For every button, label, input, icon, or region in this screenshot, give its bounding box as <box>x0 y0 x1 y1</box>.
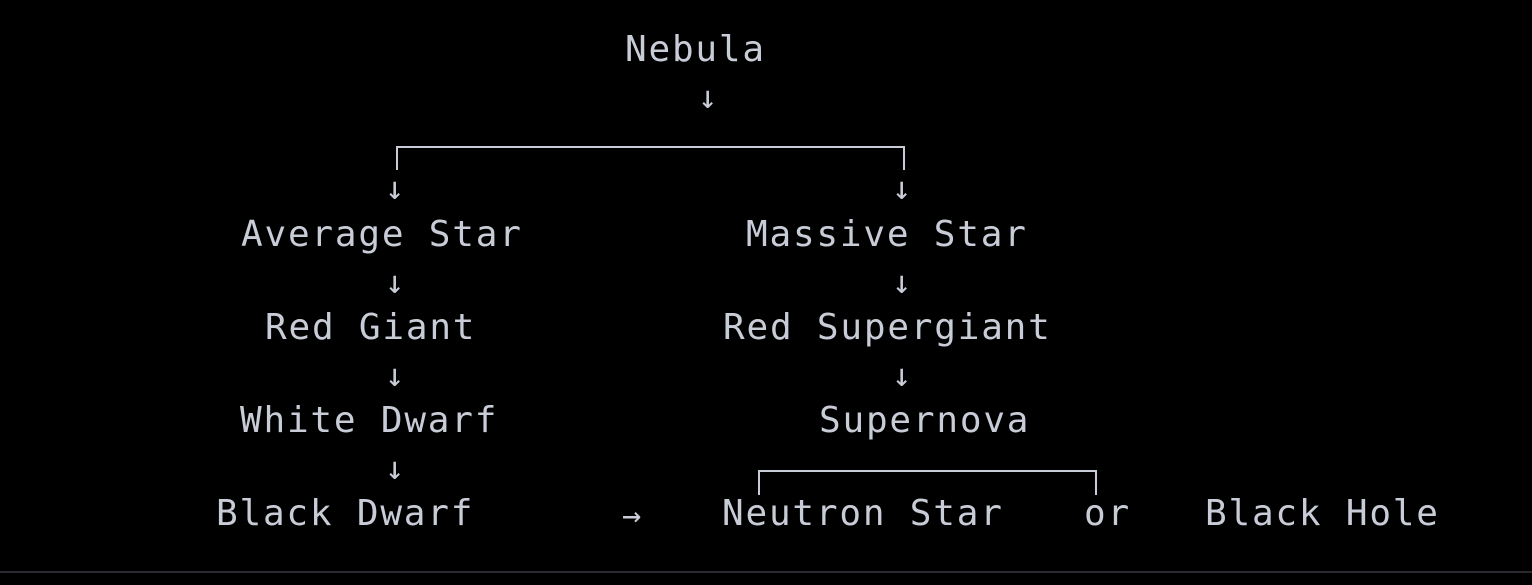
node-black-dwarf: Black Dwarf <box>216 493 475 534</box>
node-nebula: Nebula <box>625 29 766 70</box>
arrow-red-giant-to-white-dwarf: ↓ <box>385 356 405 394</box>
arrow-red-supergiant-to-supernova: ↓ <box>892 356 912 394</box>
nebula-branch-bracket <box>396 146 905 170</box>
node-massive-star: Massive Star <box>746 214 1028 255</box>
arrow-average-to-red-giant: ↓ <box>385 263 405 301</box>
arrow-to-massive-star: ↓ <box>892 169 912 207</box>
node-supernova: Supernova <box>819 400 1031 441</box>
node-red-giant: Red Giant <box>265 307 477 348</box>
right-arrow: → <box>622 496 642 534</box>
node-red-supergiant: Red Supergiant <box>723 307 1052 348</box>
supernova-branch-bracket <box>758 470 1097 495</box>
arrow-massive-to-red-supergiant: ↓ <box>892 263 912 301</box>
node-average-star: Average Star <box>241 214 523 255</box>
node-neutron-star: Neutron Star <box>722 493 1004 534</box>
bottom-divider <box>0 571 1532 573</box>
node-black-hole: Black Hole <box>1205 493 1440 534</box>
arrow-white-dwarf-to-black-dwarf: ↓ <box>385 449 405 487</box>
arrow-nebula-down: ↓ <box>698 78 718 116</box>
or-label: or <box>1084 493 1131 534</box>
arrow-to-average-star: ↓ <box>385 169 405 207</box>
node-white-dwarf: White Dwarf <box>240 400 499 441</box>
